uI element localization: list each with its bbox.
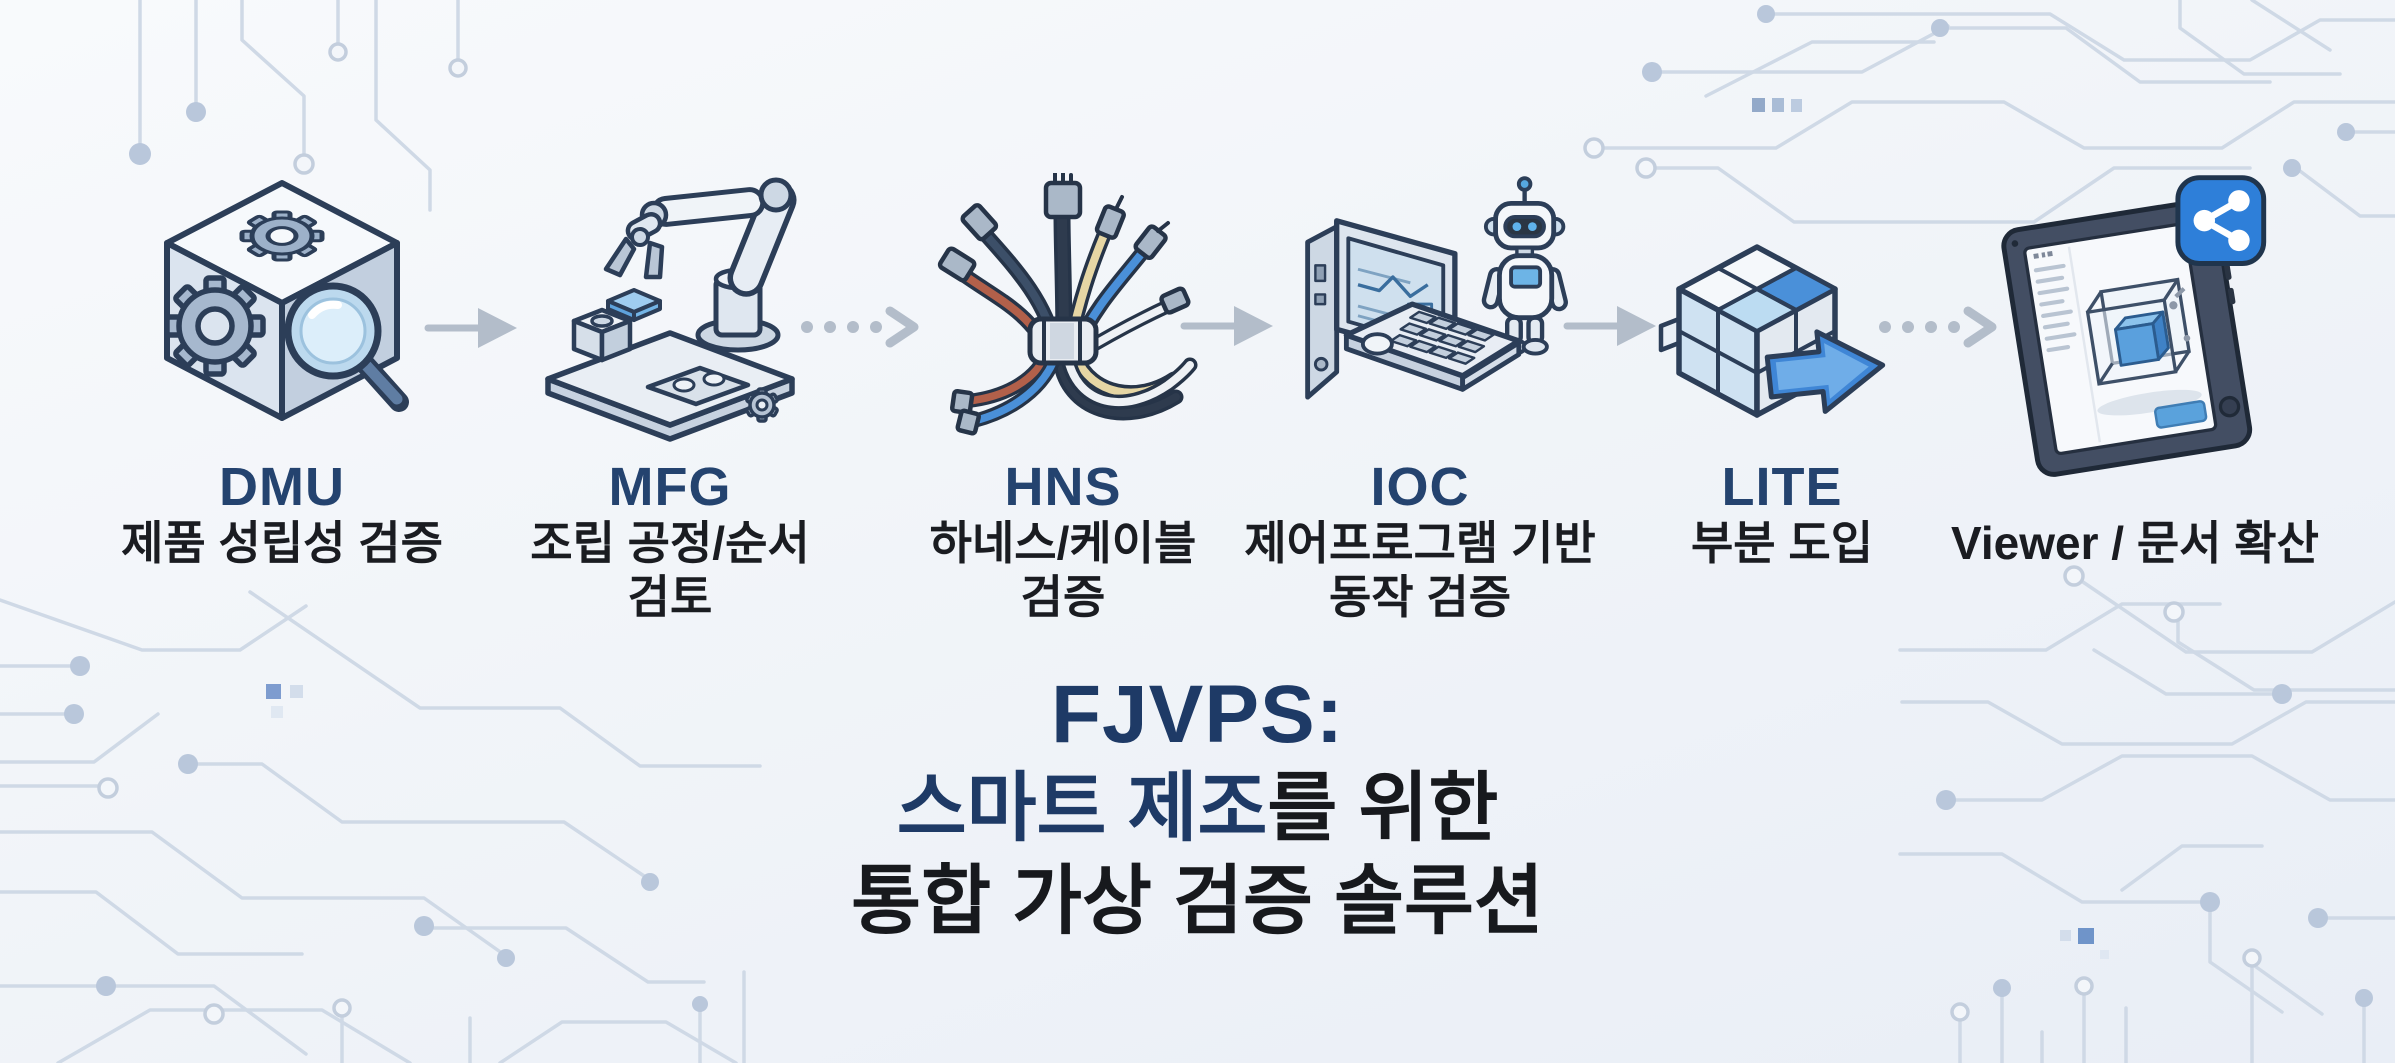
magnifier-icon [284,282,409,412]
tablet-viewer-share-icon [2001,175,2267,477]
title-line3: 통합 가상 검증 솔루션 [851,859,1544,944]
tablet [2001,198,2253,477]
inner-blue-cube [2113,310,2170,367]
stage-desc-line1: 조립 공정/순서 [530,517,810,569]
stage-desc-line1: 하네스/케이블 [929,517,1197,569]
module-cube-arrow-icon [1658,243,1886,418]
connector-arrow-dotted-2 [798,303,923,356]
mfg-icon-box [530,158,810,458]
title-line1: FJVPS: [1050,669,1345,760]
harness-wrap-band [1027,316,1099,366]
stage-desc-line2: 동작 검증 [1328,571,1512,623]
title-line2-rest: 를 위한 [1267,766,1499,851]
lite-icon-box [1657,158,1907,458]
circuit-open-nodes [97,42,2262,1025]
ioc-robot [1481,176,1568,356]
cable-connectors [937,180,1191,436]
deploy-arrow-icon [1764,328,1886,414]
title-line2: 스마트 제조를 위한 [0,762,2395,855]
dmu-icon-box [147,158,417,458]
control-panel-robot-icon [1305,176,1568,400]
gripper-claw [643,240,665,280]
stage-desc-line1: 부분 도입 [1690,517,1874,569]
connector-arrow-solid-4 [1563,304,1658,353]
stage-hns: HNS 하네스/케이블 검증 [883,158,1243,624]
stage-dmu: DMU 제품 성립성 검증 [102,158,462,570]
stage-code: HNS [1004,457,1122,517]
circuit-node-dots [64,5,2373,1012]
title-line2-accent: 스마트 제조 [896,766,1268,851]
gear-icon [239,210,325,262]
cable-harness-icon [937,173,1198,436]
sidebar-menu-lines [2033,263,2077,353]
stage-code: IOC [1370,457,1470,517]
stage-mfg: MFG 조립 공정/순서 검토 [490,158,850,624]
gear-icon [164,275,266,377]
stage-lite: LITE 부분 도입 [1622,158,1942,570]
connector-arrow-solid-1 [424,306,519,355]
connector-arrow-dotted-5 [1876,303,2001,356]
robot-arm-assembly-icon [545,177,797,442]
cube-gears-magnifier-icon [164,180,409,421]
circuit-chip-squares [266,98,2109,959]
stage-viewer: Viewer / 문서 확산 [1915,158,2355,570]
stage-code: DMU [219,457,345,517]
home-button [2218,395,2241,418]
ioc-icon-box [1265,158,1575,458]
stage-desc-line1: Viewer / 문서 확산 [1951,517,2319,569]
small-gear-icon [745,387,779,423]
share-icon [2175,175,2267,266]
stage-code: MFG [608,457,732,517]
stage-ioc: IOC 제어프로그램 기반 동작 검증 [1230,158,1610,624]
stage-desc-line2: 검토 [627,571,713,623]
stage-desc-line2: 검증 [1020,571,1106,623]
viewer-icon-box [1945,158,2325,477]
stage-code: LITE [1721,457,1843,517]
keyboard-keys [1389,310,1495,365]
hns-icon-box [928,158,1198,458]
stage-desc-line1: 제품 성립성 검증 [121,517,443,569]
screen-button [2154,400,2208,429]
stage-desc-line1: 제어프로그램 기반 [1244,517,1596,569]
annotation-marks [2169,287,2191,342]
gripper-claw [603,236,637,278]
main-title: FJVPS: 스마트 제조를 위한 통합 가상 검증 솔루션 [0,668,2395,948]
connector-arrow-solid-3 [1180,304,1275,353]
